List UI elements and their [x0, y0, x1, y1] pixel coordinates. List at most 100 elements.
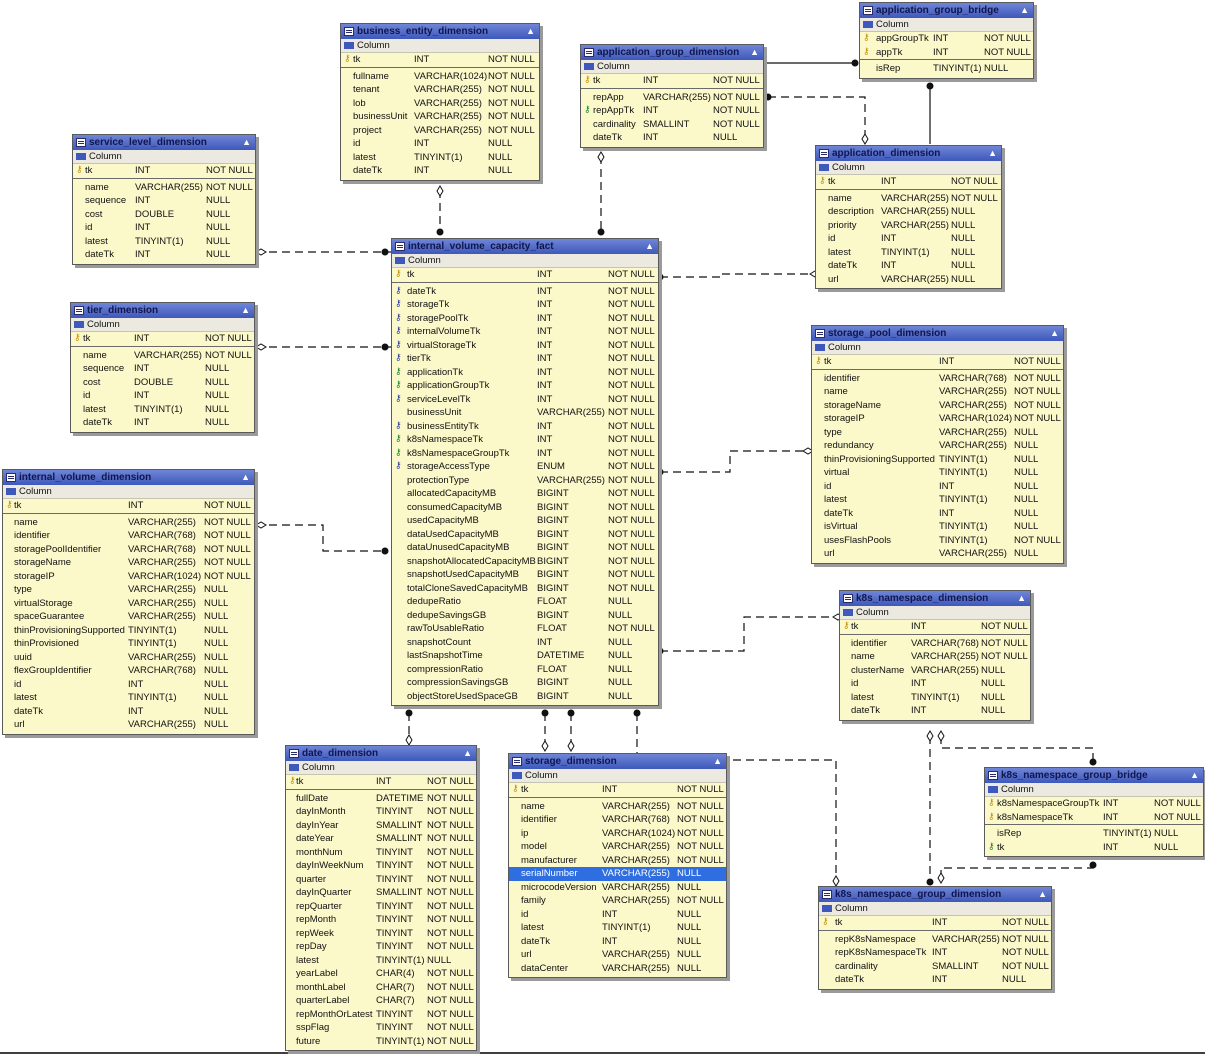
table-title[interactable]: service_level_dimension▲: [73, 135, 255, 150]
collapse-caret-icon[interactable]: ▲: [645, 241, 654, 251]
table-title[interactable]: application_group_dimension▲: [581, 45, 763, 60]
collapse-caret-icon[interactable]: ▲: [988, 148, 997, 158]
table-title[interactable]: tier_dimension▲: [71, 303, 254, 318]
collapse-caret-icon[interactable]: ▲: [1017, 593, 1026, 603]
collapse-caret-icon[interactable]: ▲: [1190, 770, 1199, 780]
collapse-caret-icon[interactable]: ▲: [713, 756, 722, 766]
table-title[interactable]: internal_volume_capacity_fact▲: [392, 239, 658, 254]
table-title[interactable]: internal_volume_dimension▲: [3, 470, 254, 485]
collapse-caret-icon[interactable]: ▲: [463, 748, 472, 758]
collapse-caret-icon[interactable]: ▲: [526, 26, 535, 36]
collapse-caret-icon[interactable]: ▲: [242, 137, 251, 147]
collapse-caret-icon[interactable]: ▲: [1038, 889, 1047, 899]
table-k8s-namespace-group-bridge[interactable]: k8s_namespace_group_bridge▲Column⚷k8sNam…: [984, 767, 1204, 857]
table-title[interactable]: k8s_namespace_group_bridge▲: [985, 768, 1203, 783]
collapse-caret-icon[interactable]: ▲: [1020, 5, 1029, 15]
table-title[interactable]: storage_pool_dimension▲: [812, 326, 1063, 341]
